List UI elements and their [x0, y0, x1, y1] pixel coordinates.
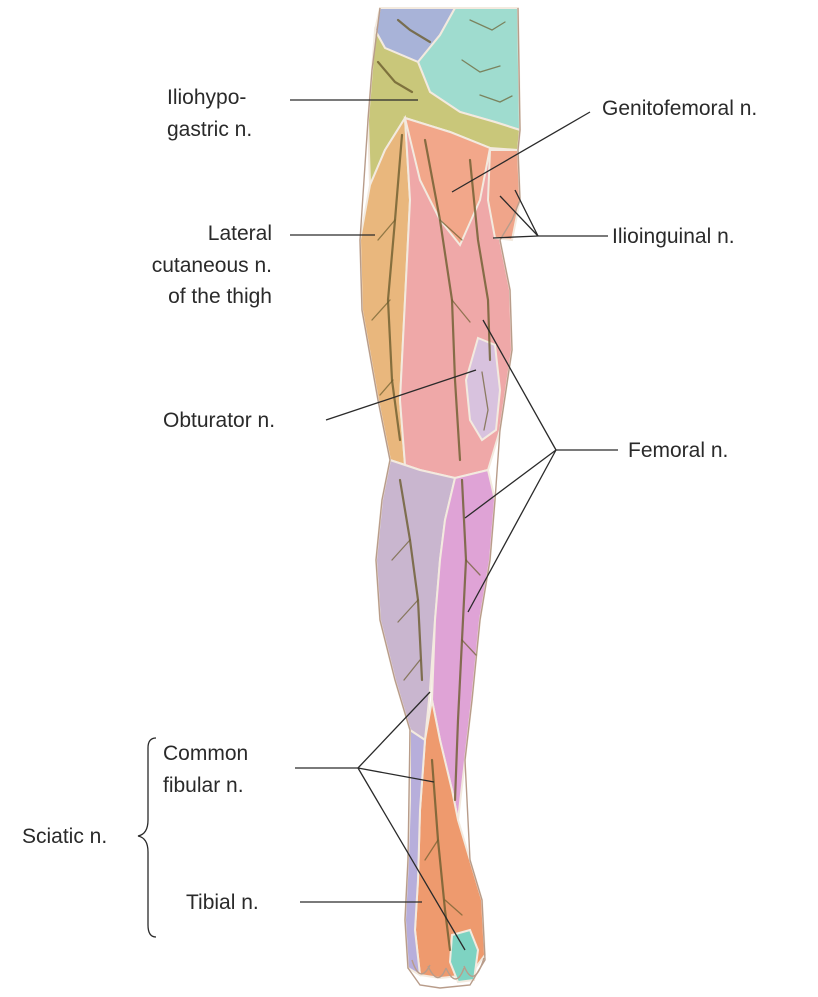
label-genitofemoral: Genitofemoral n.	[602, 97, 757, 120]
label-lateral-cutaneous-line1: Lateral	[208, 222, 272, 245]
label-common-fibular-line1: Common	[163, 742, 248, 765]
label-lateral-cutaneous-line2: cutaneous n.	[152, 254, 272, 277]
label-sciatic: Sciatic n.	[22, 825, 107, 848]
label-femoral: Femoral n.	[628, 439, 728, 462]
label-iliohypogastric-line2: gastric n.	[167, 118, 252, 141]
label-ilioinguinal: Ilioinguinal n.	[612, 225, 735, 248]
label-common-fibular-line2: fibular n.	[163, 774, 244, 797]
zone-ilioinguinal	[488, 150, 520, 240]
sciatic-brace	[138, 738, 156, 937]
zone-deep-fibular	[450, 930, 478, 982]
label-iliohypogastric-line1: Iliohypo-	[167, 86, 246, 109]
label-tibial: Tibial n.	[186, 891, 259, 914]
label-lateral-cutaneous-line3: of the thigh	[168, 285, 272, 308]
leg-illustration	[360, 8, 520, 988]
label-obturator: Obturator n.	[163, 409, 275, 432]
